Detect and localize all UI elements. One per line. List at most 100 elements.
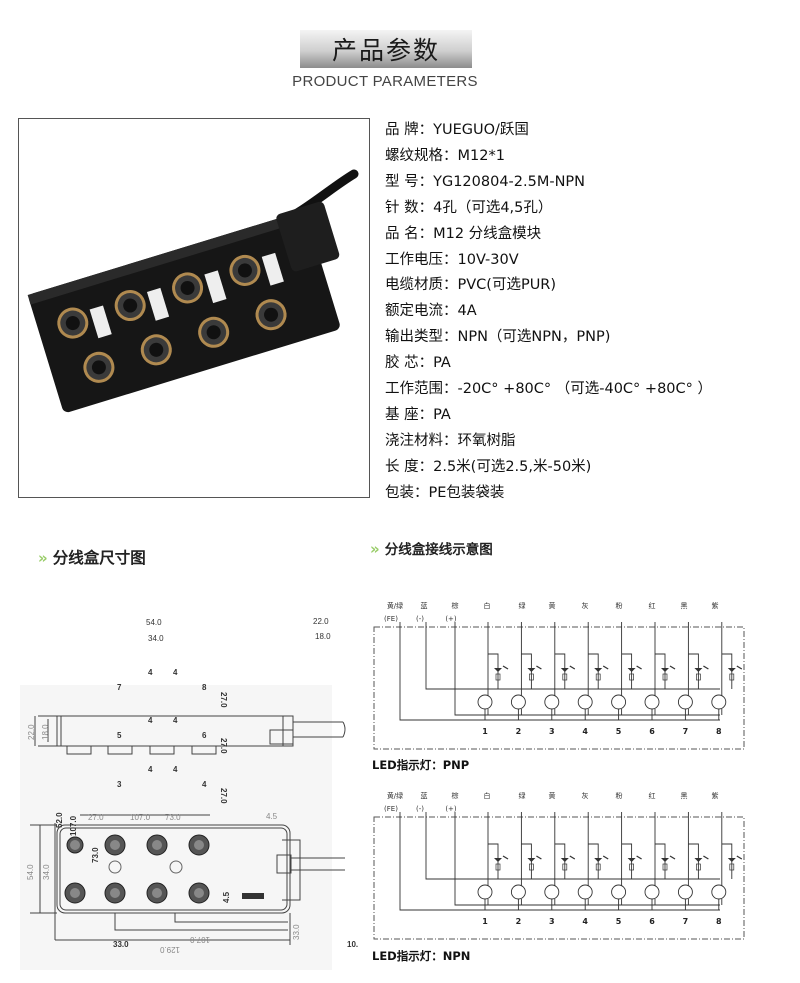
connector-lead	[517, 709, 522, 720]
resistor-icon	[495, 673, 501, 681]
m12-port-hole	[264, 307, 279, 322]
port-number: 6	[649, 917, 655, 926]
npn-label: LED指示灯：NPN	[372, 949, 471, 963]
wire-polarity-label: (FE)	[384, 805, 398, 813]
port-inner	[110, 888, 120, 898]
connector-icon	[611, 694, 627, 710]
signal-wire	[721, 622, 733, 696]
dim-label: 5	[117, 731, 122, 740]
spec-potting: 浇注材料：环氧树脂	[385, 432, 516, 449]
port-inner	[194, 840, 204, 850]
resistor-icon	[696, 673, 701, 681]
dim-label: 4	[173, 716, 178, 725]
spec-voltage: 工作电压：10V-30V	[385, 251, 519, 268]
wire-polarity-label: (+)	[445, 615, 457, 623]
port-number: 6	[649, 727, 655, 736]
connector-lead	[718, 709, 723, 720]
connector-lead	[618, 899, 623, 910]
connector-lead	[718, 899, 723, 910]
wire-color-label: 黄/绿	[387, 601, 403, 610]
led-arrow	[636, 665, 642, 670]
wire-color-label: 粉	[616, 601, 623, 610]
port-number: 4	[582, 917, 588, 926]
dim-label: 107.0	[130, 813, 151, 822]
dim-label: 8	[202, 683, 207, 692]
led-arrow	[602, 855, 609, 860]
dim-label: 4.5	[222, 891, 231, 903]
wire-polarity-label: (+)	[445, 805, 457, 813]
connector-icon	[644, 884, 660, 900]
wire-color-label: 黑	[681, 792, 688, 800]
page-title: 产品参数	[331, 36, 440, 65]
mounting-hole	[169, 860, 183, 874]
dim-label: 27.0	[219, 738, 228, 754]
dim-label: 4.5	[266, 812, 278, 821]
m12-port-hole	[206, 325, 221, 340]
mounting-hole	[108, 860, 122, 874]
connector-icon	[544, 694, 560, 710]
connector-lead	[651, 899, 656, 910]
dim-label: 27.0	[88, 813, 104, 822]
dim-label: 27.0	[219, 788, 228, 804]
connector-icon	[677, 884, 693, 900]
led-arrow	[703, 665, 709, 670]
connector-lead	[484, 899, 489, 910]
resistor-icon	[529, 673, 534, 681]
dim-label: 73.0	[91, 847, 100, 863]
signal-wire	[520, 812, 532, 886]
wire-color-label: 红	[649, 601, 656, 610]
fe-wire	[399, 812, 720, 911]
m12-port-hole	[237, 263, 252, 278]
connector-icon	[711, 884, 727, 900]
wire-color-label: 棕	[452, 791, 459, 800]
connector-icon	[577, 884, 593, 900]
spec-brand: 品 牌：YUEGUO/跃国	[385, 122, 529, 138]
led-arrow	[569, 665, 576, 670]
dim-label: 54.0	[146, 618, 162, 627]
port-number: 4	[582, 727, 588, 736]
dim-label: 34.0	[148, 634, 164, 643]
connector-lead	[551, 899, 556, 910]
led-icon	[527, 668, 536, 672]
signal-wire	[687, 622, 699, 696]
label-strip	[204, 270, 227, 304]
dim-label: 54.0	[26, 864, 35, 880]
port-inner	[194, 888, 204, 898]
spec-core: 胶 芯：PA	[385, 355, 451, 372]
spec-packaging: 包装：PE包装袋装	[385, 484, 505, 501]
m12-port-hole	[123, 298, 138, 313]
wire-polarity-label: (-)	[416, 805, 424, 813]
wire-color-label: 蓝	[421, 601, 428, 610]
wiring-title: 分线盒接线示意图	[384, 542, 493, 558]
negative-wire	[425, 622, 720, 690]
signal-wire	[687, 812, 699, 886]
dimensions-title: 分线盒尺寸图	[52, 549, 146, 567]
resistor-icon	[629, 673, 634, 681]
spec-temp-range: 工作范围：-20C° +80C° （可选-40C° +80C° ）	[385, 381, 712, 398]
wiring-heading: »分线盒接线示意图	[370, 538, 493, 558]
junction-box-image	[27, 169, 359, 413]
port-number: 3	[549, 917, 555, 926]
chevron-icon: »	[370, 540, 380, 558]
port-inner	[110, 840, 120, 850]
resistor-icon	[696, 863, 701, 871]
led-arrow	[703, 855, 709, 860]
port-inner	[152, 888, 162, 898]
resistor-icon	[629, 863, 634, 871]
spec-length: 长 度：2.5米(可选2.5,米-50米)	[385, 458, 592, 475]
resistor-icon	[595, 673, 601, 681]
housing-outline	[373, 626, 745, 750]
page-subtitle: PRODUCT PARAMETERS	[292, 73, 478, 90]
wire-color-label: 蓝	[421, 791, 428, 800]
connector-icon	[477, 884, 493, 900]
label-strip	[146, 287, 170, 321]
led-icon	[727, 668, 736, 672]
wire-polarity-label: (-)	[416, 615, 424, 623]
dim-label: 18.0	[315, 632, 331, 641]
led-arrow	[536, 855, 542, 860]
connector-lead	[584, 709, 589, 720]
housing-outline	[373, 816, 745, 940]
dim-label: 4	[202, 780, 207, 789]
led-icon	[727, 858, 736, 862]
